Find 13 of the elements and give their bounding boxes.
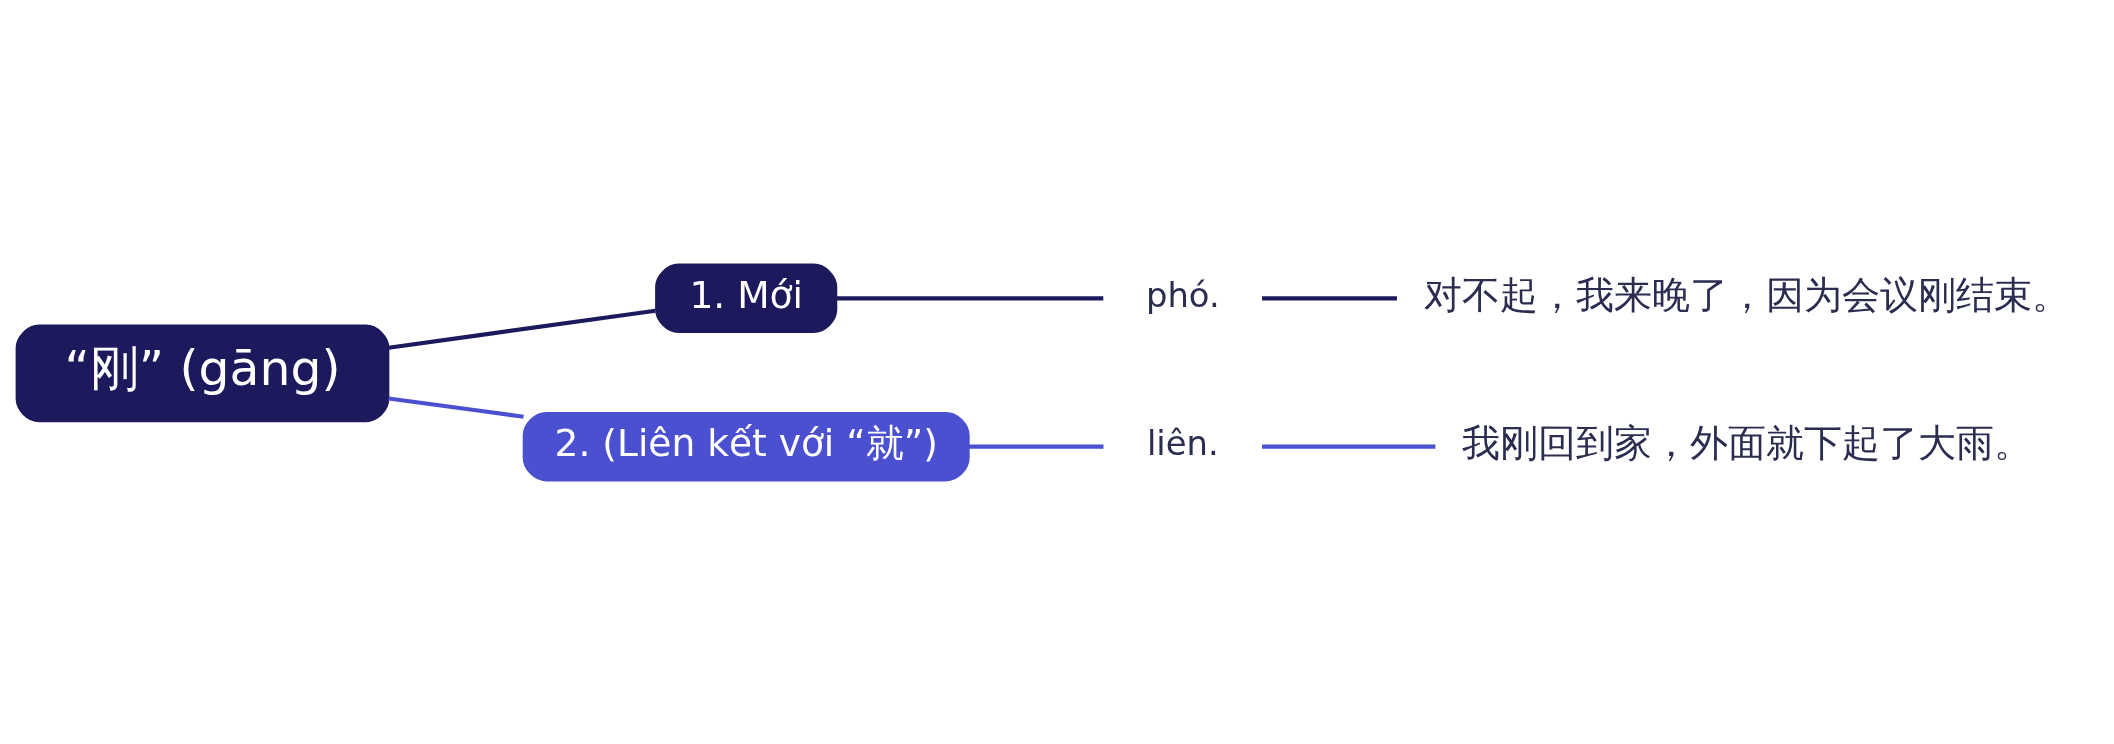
node-box: 1. Mới	[655, 263, 838, 333]
node-box: 2. (Liên kết với “就”)	[522, 411, 970, 481]
node-text: liên.	[1146, 423, 1219, 463]
connector	[968, 444, 1104, 449]
node-box: “刚” (gāng)	[15, 324, 390, 422]
node-text: 我刚回到家，外面就下起了大雨。	[1462, 420, 2033, 465]
connector	[836, 295, 1104, 300]
connector	[1262, 444, 1436, 449]
node-text: 对不起，我来晚了，因为会议刚结束。	[1424, 272, 2071, 317]
connector	[1262, 295, 1397, 300]
connector	[388, 308, 656, 350]
node-text: phó.	[1145, 275, 1220, 315]
connector	[388, 395, 524, 419]
